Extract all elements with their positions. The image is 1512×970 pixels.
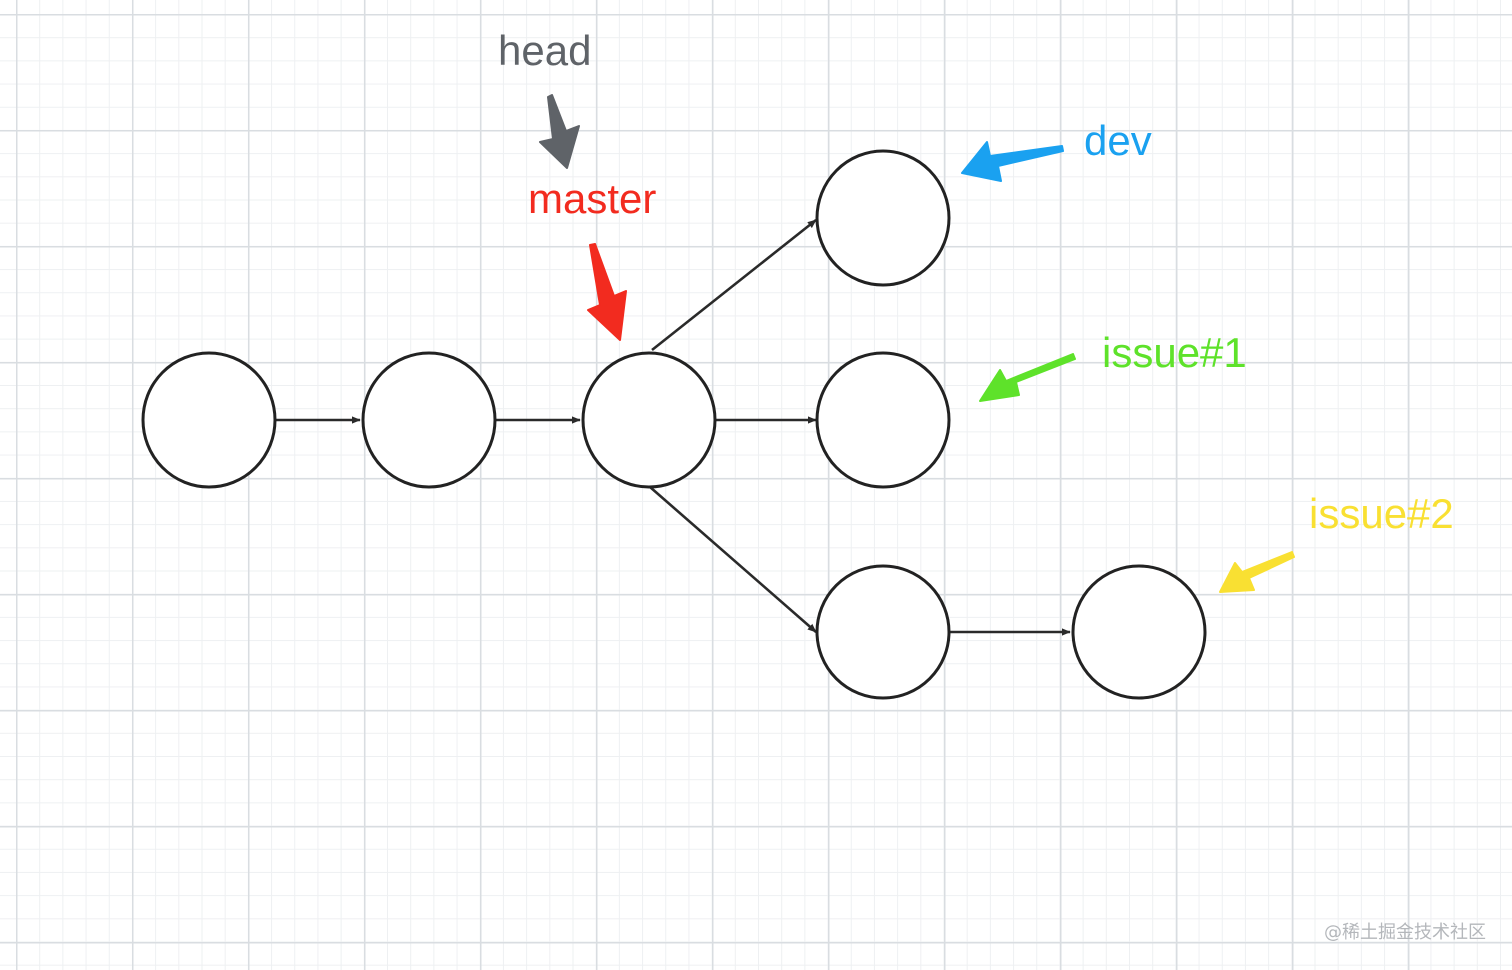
commit-node-7 — [1071, 564, 1207, 700]
issue1-branch-label: issue#1 — [1102, 329, 1247, 376]
commit-node-5 — [815, 351, 951, 489]
issue2-branch-label: issue#2 — [1309, 490, 1454, 537]
edge-c3-c4 — [651, 218, 817, 352]
commit-node-4 — [815, 149, 951, 287]
commit-node-3 — [581, 351, 717, 489]
watermark: @稀土掘金技术社区 — [1324, 922, 1486, 943]
edge-c3-c6 — [649, 486, 817, 633]
issue1-pointer-arrow — [979, 353, 1076, 402]
commit-node-1 — [141, 351, 277, 489]
master-branch-label: master — [528, 175, 657, 222]
dev-pointer-arrow — [961, 141, 1064, 182]
issue2-pointer-arrow — [1219, 551, 1295, 593]
master-pointer-arrow — [587, 243, 627, 341]
dev-branch-label: dev — [1084, 117, 1152, 164]
head-label: head — [498, 27, 592, 74]
commit-node-2 — [361, 351, 497, 489]
head-pointer-arrow — [539, 94, 580, 169]
commit-node-6 — [815, 564, 951, 700]
